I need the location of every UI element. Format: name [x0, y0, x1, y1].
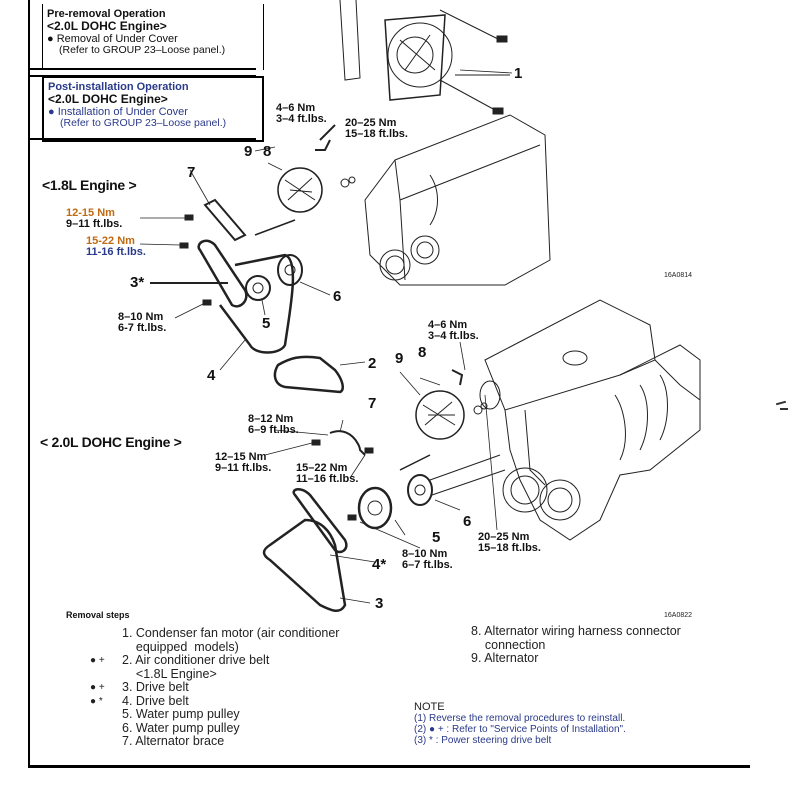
- ac-drive-belt: [273, 355, 344, 394]
- callout-5-18: 5: [262, 315, 271, 332]
- removal-heading: Removal steps: [66, 610, 130, 620]
- figure-id-1: 16A0814: [664, 272, 693, 279]
- alternator-18: [277, 124, 356, 213]
- removal-step: <1.8L Engine>: [122, 666, 217, 681]
- callout-9-18: 9: [244, 143, 253, 160]
- callout-8-18: 8: [263, 143, 272, 160]
- belts-pulleys-18: [197, 239, 303, 354]
- alternator-brace-18: [179, 198, 296, 249]
- callout-2: 2: [368, 355, 377, 372]
- removal-step: ● +2. Air conditioner drive belt: [90, 653, 270, 667]
- callout-6-20: 6: [463, 513, 472, 530]
- callout-6-18: 6: [333, 288, 342, 305]
- post-installation-item: ● Installation of Under Cover: [48, 106, 188, 118]
- removal-step: 6. Water pump pulley: [122, 720, 240, 735]
- post-installation-title: Post-installation Operation: [48, 81, 189, 93]
- callout-3star-18: 3*: [130, 274, 145, 291]
- callout-4-18: 4: [207, 367, 216, 384]
- removal-steps-list: 1. Condenser fan motor (air conditioner …: [90, 626, 340, 749]
- note-heading: NOTE: [414, 701, 445, 713]
- callout-1: 1: [514, 65, 523, 82]
- callout-3-20: 3: [375, 595, 384, 612]
- note-line: (3) * : Power steering drive belt: [414, 735, 552, 746]
- pre-removal-engine: <2.0L DOHC Engine>: [47, 19, 167, 33]
- post-installation-box: Post-installation Operation <2.0L DOHC E…: [42, 76, 264, 142]
- pre-removal-title: Pre-removal Operation: [47, 8, 166, 20]
- scan-artifact: [780, 408, 788, 410]
- callout-7-18: 7: [187, 164, 196, 181]
- callout-5-20: 5: [432, 529, 441, 546]
- removal-step: equipped models): [122, 639, 239, 654]
- figure-id-2: 16A0822: [664, 612, 693, 619]
- frame-left-line: [28, 0, 30, 768]
- callout-9-20: 9: [395, 350, 404, 367]
- callout-4star-20: 4*: [372, 556, 387, 573]
- frame-bottom-line: [28, 765, 750, 768]
- engine-label-20: < 2.0L DOHC Engine >: [40, 434, 182, 450]
- note-block: NOTE (1) Reverse the removal procedures …: [414, 701, 626, 747]
- post-installation-engine: <2.0L DOHC Engine>: [48, 92, 168, 106]
- pre-removal-ref: (Refer to GROUP 23–Loose panel.): [59, 44, 226, 56]
- removal-step: ● *4. Drive belt: [90, 693, 189, 708]
- removal-step: connection: [471, 637, 546, 652]
- removal-step: 1. Condenser fan motor (air conditioner: [122, 626, 340, 640]
- leader-lines: [139, 69, 513, 604]
- alternator-20: [415, 369, 488, 440]
- engine-20-block: [479, 299, 701, 541]
- note-line: (1) Reverse the removal procedures to re…: [414, 713, 626, 724]
- removal-step: 8. Alternator wiring harness connector: [471, 624, 681, 638]
- removal-step: 9. Alternator: [471, 651, 539, 665]
- post-installation-ref: (Refer to GROUP 23–Loose panel.): [60, 117, 227, 129]
- engine-18-block: [364, 114, 551, 286]
- belts-20: [262, 488, 348, 612]
- engine-label-18: <1.8L Engine >: [42, 177, 137, 193]
- note-line: (2) ● + : Refer to "Service Points of In…: [414, 724, 626, 735]
- brace-pulleys-20: [311, 430, 506, 530]
- condenser-fan-assembly: [339, 0, 510, 115]
- removal-step: 7. Alternator brace: [122, 734, 225, 748]
- removal-step: ● +3. Drive belt: [90, 680, 189, 694]
- pre-removal-box: Pre-removal Operation <2.0L DOHC Engine>…: [42, 4, 264, 70]
- removal-steps-right: 8. Alternator wiring harness connector c…: [471, 624, 681, 666]
- divider-under-box: [28, 138, 256, 140]
- pre-removal-item: ● Removal of Under Cover: [47, 33, 178, 45]
- removal-step: 5. Water pump pulley: [122, 707, 240, 721]
- callout-8-20: 8: [418, 344, 427, 361]
- callout-7-20: 7: [368, 395, 377, 412]
